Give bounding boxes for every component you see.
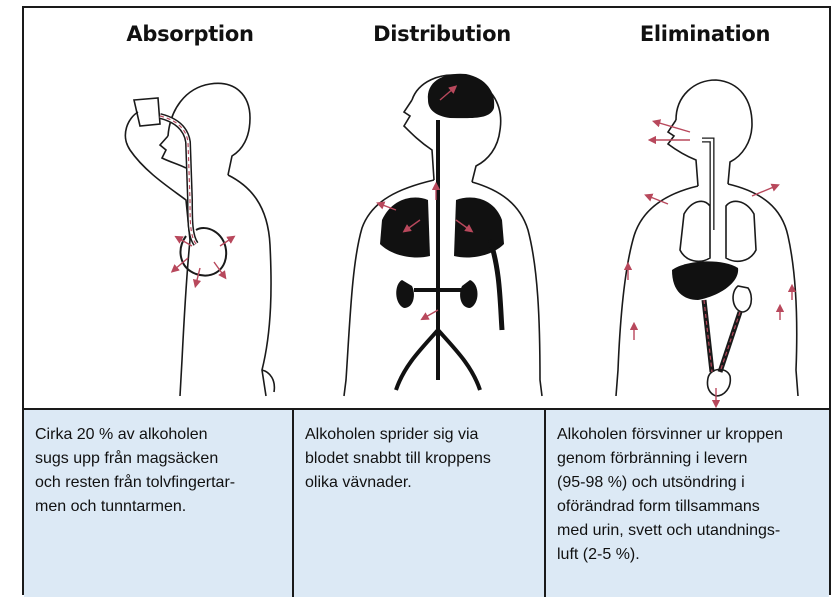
caption-row: Cirka 20 % av alkoholen sugs upp från ma… [24, 408, 829, 597]
elimination-body-right [728, 184, 798, 396]
distribution-figure [344, 75, 542, 396]
distribution-face [404, 100, 434, 180]
body-figures [0, 0, 834, 410]
lung-right [454, 197, 504, 257]
absorption-digestive-tract [160, 116, 232, 284]
caption-absorption-text: Cirka 20 % av alkoholen sugs upp från ma… [35, 423, 282, 519]
absorption-torso [228, 175, 271, 396]
brain [428, 74, 494, 118]
airway [702, 140, 712, 230]
caption-elimination-text: Alkoholen försvinner ur kroppen genom fö… [557, 423, 819, 567]
kidney-right [460, 280, 477, 308]
liver [672, 261, 738, 300]
distribution-organs [380, 74, 504, 390]
urinary-tract [704, 300, 740, 372]
bladder-outline [707, 369, 730, 396]
caption-absorption: Cirka 20 % av alkoholen sugs upp från ma… [24, 410, 292, 597]
absorption-face [160, 136, 186, 168]
caption-distribution-text: Alkoholen sprider sig via blodet snabbt … [305, 423, 534, 495]
absorption-figure [125, 83, 274, 396]
caption-distribution: Alkoholen sprider sig via blodet snabbt … [294, 410, 544, 597]
elimination-organs [628, 122, 792, 404]
arm-vessel [490, 240, 502, 330]
caption-elimination: Alkoholen försvinner ur kroppen genom fö… [546, 410, 829, 597]
kidney-left [396, 280, 414, 308]
kidney-outline [733, 286, 751, 312]
lungs-outline [680, 201, 756, 261]
